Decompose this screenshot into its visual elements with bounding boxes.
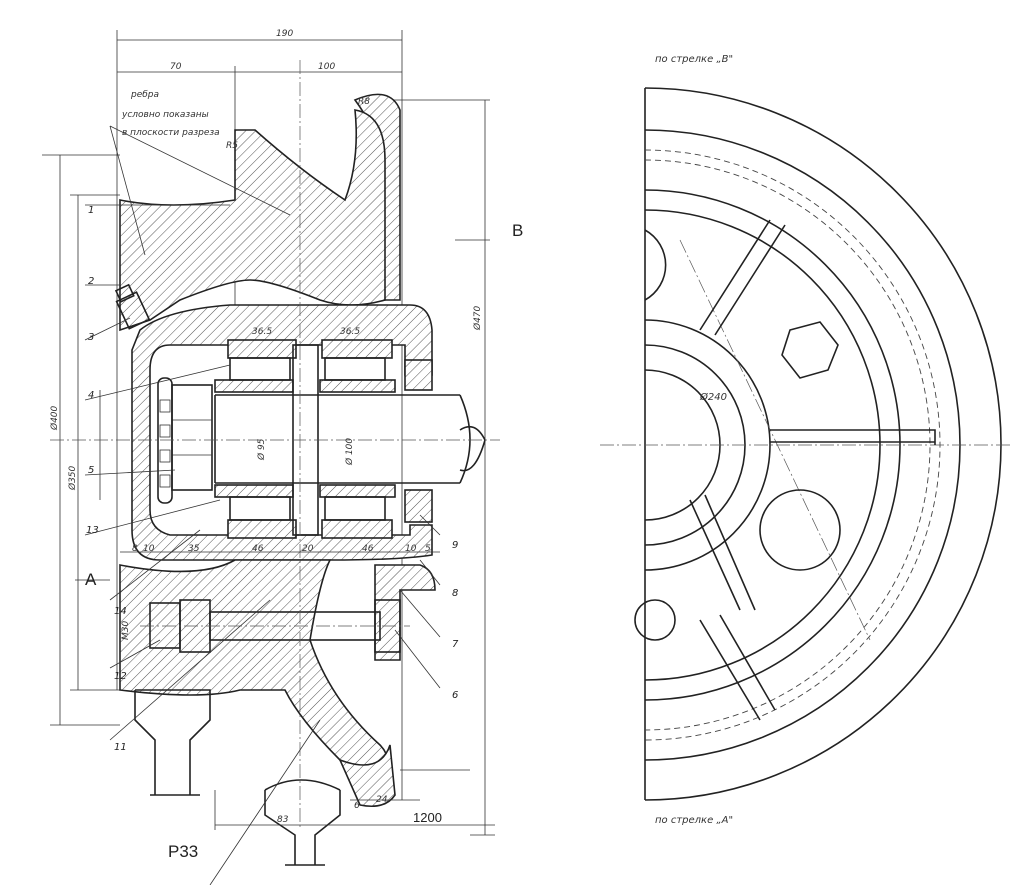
wheel-disc-bottom — [119, 559, 390, 791]
part-11: 11 — [114, 742, 127, 753]
view-a-title: по стрелке „А" — [655, 815, 733, 826]
bolt — [140, 599, 410, 653]
dim-95: Ø 95 — [256, 438, 267, 461]
wheel-section-view: 190 70 100 R8 R5 ребра условно показаны … — [42, 29, 523, 885]
wheel-end-view: Ø240 по стрелке „В" по стрелке „А" — [600, 54, 1010, 826]
part-5: 5 — [88, 465, 94, 476]
leader-lines — [75, 125, 490, 885]
dim-bottom-20: 20 — [302, 544, 314, 554]
top-dimensions — [116, 30, 490, 800]
axle-end-break — [459, 425, 486, 472]
dim-100: 100 — [318, 62, 335, 72]
ribs — [689, 219, 936, 721]
part-9: 9 — [452, 540, 458, 551]
dim-bottom-10: 10 — [143, 544, 155, 554]
dim-1200: 1200 — [413, 810, 442, 825]
dim-6: 6 — [354, 801, 360, 811]
view-a-label: A — [85, 570, 97, 589]
axle-nut — [157, 377, 213, 504]
dim-thread: M30 — [121, 621, 131, 640]
seal-bottom — [404, 489, 433, 523]
part-7: 7 — [452, 639, 459, 650]
part-8: 8 — [452, 588, 458, 599]
part-12: 12 — [114, 671, 127, 682]
dim-470: Ø470 — [472, 305, 483, 331]
dim-36-5-left: 36.5 — [252, 327, 272, 337]
dim-bottom-35: 35 — [188, 544, 200, 554]
dim-bottom-46b: 46 — [362, 544, 374, 554]
dim-bottom-5: 5 — [425, 544, 431, 554]
dim-r5: R5 — [226, 141, 238, 151]
grease-fitting — [114, 283, 151, 330]
dim-240: Ø240 — [699, 391, 727, 403]
view-b-title: по стрелке „В" — [655, 54, 733, 65]
dim-24: 24 — [376, 795, 388, 805]
bolt-hole — [759, 489, 841, 571]
grease-fitting-end — [634, 599, 676, 641]
dim-350: Ø350 — [67, 465, 78, 491]
rail-left — [134, 689, 211, 796]
note-line-2: условно показаны — [121, 110, 209, 120]
dim-36-5-right: 36.5 — [340, 327, 360, 337]
dim-r8: R8 — [358, 97, 370, 107]
part-13: 13 — [86, 525, 99, 536]
part-14: 14 — [114, 606, 127, 617]
note-line-1: ребра — [130, 90, 159, 100]
part-2: 2 — [88, 276, 94, 287]
part-4: 4 — [88, 390, 94, 401]
bolt-head-hex — [781, 321, 839, 379]
seal-top — [404, 359, 433, 391]
dim-bottom-8: 8 — [132, 544, 138, 554]
part-6: 6 — [452, 690, 458, 701]
view-b-label: B — [512, 221, 523, 240]
dim-190: 190 — [276, 29, 293, 39]
dim-100: Ø 100 — [344, 438, 355, 466]
dim-400: Ø400 — [49, 405, 60, 431]
dim-bottom-46a: 46 — [252, 544, 264, 554]
dim-bottom-10b: 10 — [405, 544, 417, 554]
bearings — [214, 339, 396, 539]
rail-label: P33 — [168, 842, 198, 861]
hole-top — [644, 229, 667, 301]
dim-83: 83 — [277, 815, 289, 825]
wheel-flange — [338, 744, 396, 808]
note-line-3: в плоскости разреза — [122, 128, 220, 138]
part-3: 3 — [88, 332, 94, 343]
left-dimensions — [42, 100, 495, 836]
cover-ring — [374, 564, 436, 661]
dim-70: 70 — [170, 62, 182, 72]
axle — [214, 394, 471, 484]
part-1: 1 — [88, 205, 94, 216]
wheel-disc-top — [119, 109, 386, 332]
